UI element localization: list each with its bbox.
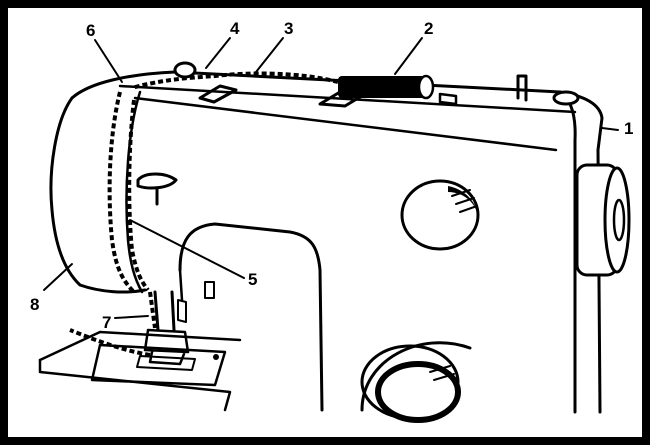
face-plate-inner-edge bbox=[125, 90, 144, 294]
thread-tail bbox=[69, 328, 151, 357]
thread-path-to-needle bbox=[148, 291, 157, 329]
needle-plate bbox=[90, 343, 227, 387]
thread-path-front bbox=[107, 91, 136, 294]
thread-path-top bbox=[131, 71, 339, 90]
face-plate-cover bbox=[49, 96, 147, 294]
callout-8: 8 bbox=[30, 295, 39, 314]
machine-bed-top bbox=[38, 330, 242, 362]
thread-path-return bbox=[127, 99, 150, 292]
callout-5-leader bbox=[129, 219, 245, 279]
plate-screw bbox=[213, 354, 219, 360]
thread-guide-small bbox=[204, 281, 215, 299]
pattern-dial-rim bbox=[360, 341, 472, 412]
callout-4-leader bbox=[205, 37, 231, 69]
callout-4: 4 bbox=[230, 19, 240, 38]
callout-2: 2 bbox=[424, 19, 433, 38]
callout-1: 1 bbox=[624, 119, 633, 138]
thread-guide-lever bbox=[136, 172, 178, 190]
callout-5: 5 bbox=[248, 270, 257, 289]
callout-8-leader bbox=[43, 263, 73, 291]
upper-thread-guide bbox=[173, 61, 197, 79]
callout-3-leader bbox=[255, 37, 284, 73]
top-guide-small bbox=[438, 92, 458, 106]
needle-bar bbox=[153, 290, 176, 332]
callout-3: 3 bbox=[284, 19, 293, 38]
presser-foot bbox=[143, 328, 190, 366]
stitch-length-dial bbox=[400, 179, 480, 251]
bed-front-edge bbox=[38, 358, 232, 412]
handwheel-hub bbox=[612, 198, 626, 242]
pattern-dial-inner bbox=[375, 361, 461, 423]
front-face-line bbox=[133, 96, 558, 152]
thread-spool bbox=[338, 76, 426, 98]
needle-plate-slot bbox=[136, 355, 196, 371]
callout-7: 7 bbox=[102, 313, 111, 332]
arm-lower-line bbox=[178, 268, 184, 302]
bobbin-winder-stop bbox=[552, 90, 580, 106]
handwheel-face bbox=[603, 166, 631, 274]
needle-clamp bbox=[177, 299, 187, 323]
callout-6: 6 bbox=[86, 21, 95, 40]
callout-2-leader bbox=[394, 37, 423, 75]
top-thread-guide-plate bbox=[198, 84, 238, 104]
pattern-dial-grip bbox=[429, 365, 455, 381]
top-plate-line bbox=[118, 84, 577, 114]
callout-7-leader bbox=[114, 315, 149, 319]
callout-1-leader bbox=[601, 127, 619, 131]
bobbin-winder-spindle bbox=[516, 74, 528, 102]
spool-cap bbox=[417, 74, 435, 100]
stitch-length-dial-grip bbox=[451, 189, 478, 213]
callout-6-leader bbox=[94, 39, 123, 83]
spool-pin-holder bbox=[318, 90, 367, 108]
